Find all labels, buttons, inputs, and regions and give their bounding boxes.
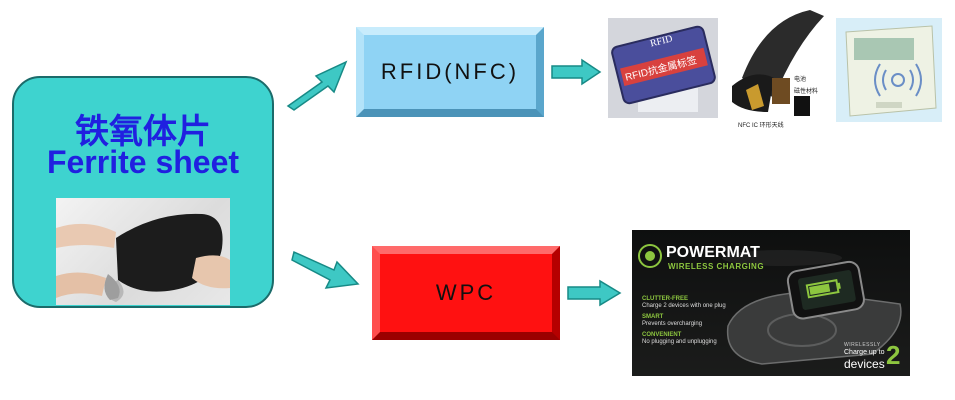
rfid-nfc-node: RFID(NFC) bbox=[356, 27, 544, 117]
powermat-subtitle: WIRELESS CHARGING bbox=[668, 262, 765, 271]
powermat-feature-heading: SMART bbox=[642, 314, 664, 320]
powermat-feature-heading: CONVENIENT bbox=[642, 332, 682, 338]
rfid-nfc-label: RFID(NFC) bbox=[380, 59, 520, 84]
nfc-phone-antenna-photo: 电池 磁性材料 NFC IC 环形天线 bbox=[724, 8, 834, 132]
powermat-brand: POWERMAT bbox=[666, 244, 760, 261]
arrow-to-powermat-icon bbox=[567, 279, 622, 307]
wpc-node: WPC bbox=[372, 246, 560, 340]
powermat-feature-text: Charge 2 devices with one plug bbox=[642, 303, 726, 309]
rfid-tag-photo: RFID RFID抗金属标签 bbox=[608, 18, 718, 118]
ferrite-sheet-box: 铁氧体片 Ferrite sheet bbox=[12, 76, 274, 308]
wpc-label: WPC bbox=[435, 280, 497, 305]
arrow-to-rfid-products-icon bbox=[551, 58, 602, 86]
powermat-badge-small: WIRELESSLY bbox=[844, 342, 881, 348]
nfc-reader-photo bbox=[836, 18, 942, 122]
powermat-feature-text: Prevents overcharging bbox=[642, 321, 703, 327]
nfc-label-material: 磁性材料 bbox=[794, 89, 819, 95]
ferrite-title-chinese: 铁氧体片 bbox=[75, 112, 211, 152]
powermat-feature-heading: CLUTTER-FREE bbox=[642, 296, 688, 302]
nfc-label-antenna: NFC IC 环形天线 bbox=[738, 123, 784, 129]
powermat-wireless-charging-photo: POWERMAT WIRELESS CHARGING CLUTTER-FREE … bbox=[632, 230, 910, 376]
powermat-badge-line: Charge up to bbox=[844, 349, 885, 356]
ferrite-sheet-photo bbox=[56, 198, 230, 305]
powermat-badge-devices: devices bbox=[844, 357, 885, 371]
powermat-badge-number: 2 bbox=[886, 340, 901, 370]
arrow-to-rfid-icon bbox=[286, 60, 348, 111]
powermat-feature-text: No plugging and unplugging bbox=[642, 339, 717, 345]
ferrite-title-english: Ferrite sheet bbox=[46, 144, 240, 180]
arrow-to-wpc-icon bbox=[291, 250, 360, 289]
nfc-label-battery: 电池 bbox=[794, 77, 807, 83]
